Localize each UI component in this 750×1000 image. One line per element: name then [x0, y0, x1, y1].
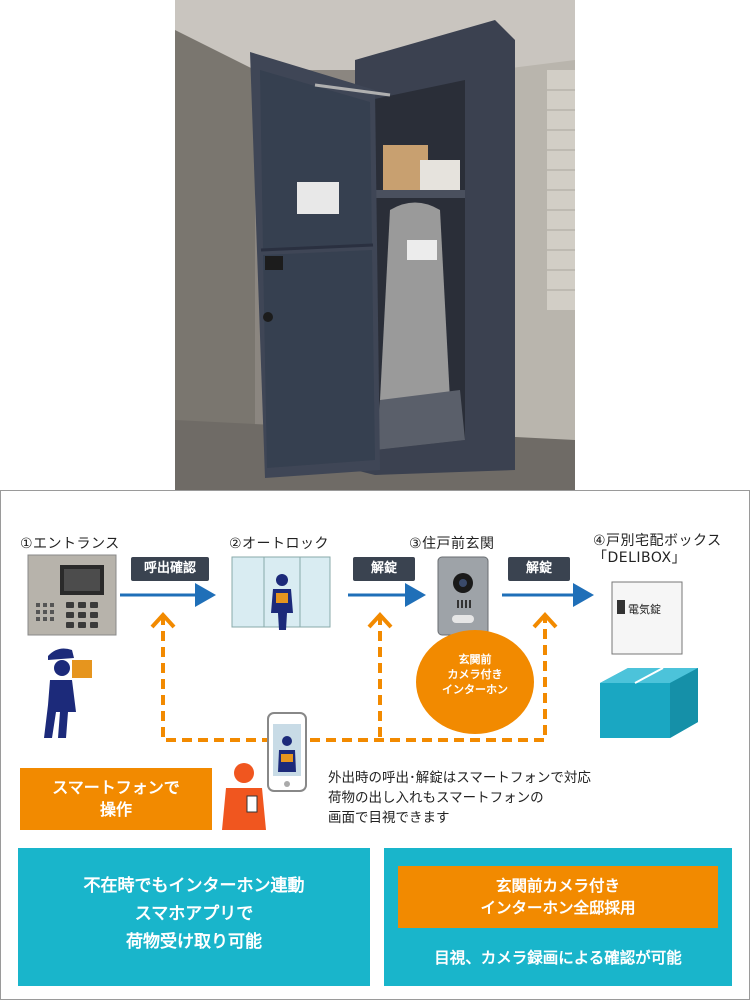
intercom-callout: 玄関前 カメラ付き インターホン	[416, 630, 534, 734]
feature-heading: 玄関前カメラ付き インターホン全邸採用	[398, 866, 718, 928]
feature-box-camera-intercom: 玄関前カメラ付き インターホン全邸採用 目視、カメラ録画による確認が可能	[384, 848, 732, 986]
step-label-front-door: ③住戸前玄関	[409, 536, 495, 552]
arrow-label-unlock-2: 解錠	[508, 557, 570, 581]
feature-box-app-receive: 不在時でもインターホン連動 スマホアプリで 荷物受け取り可能	[18, 848, 370, 986]
step-label-delivery-box: ④戸別宅配ボックス 「DELIBOX」	[593, 533, 722, 566]
arrow-label-unlock-1: 解錠	[353, 557, 415, 581]
arrow-label-call-confirm: 呼出確認	[131, 557, 209, 581]
smartphone-operation-badge: スマートフォンで 操作	[20, 768, 212, 830]
delivery-box-photo	[175, 0, 575, 490]
feature-text: 目視、カメラ録画による確認が可能	[434, 949, 682, 967]
step-label-autolock: ②オートロック	[229, 536, 330, 552]
electric-lock-label: 電気錠	[628, 603, 661, 616]
step-label-entrance: ①エントランス	[20, 536, 120, 552]
smartphone-note: 外出時の呼出･解錠はスマートフォンで対応 荷物の出し入れもスマートフォンの 画面…	[328, 770, 591, 826]
